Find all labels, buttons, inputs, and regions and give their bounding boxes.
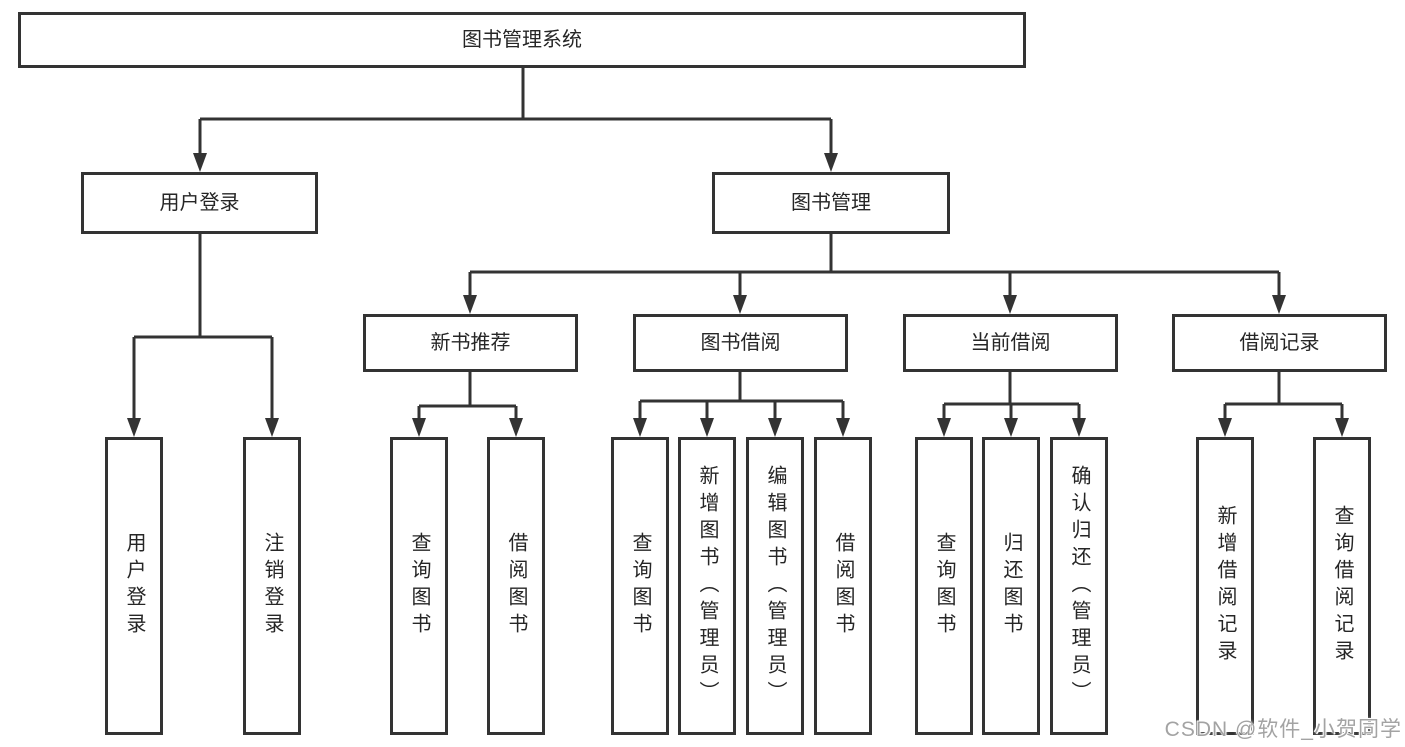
arrow-down [412,418,426,437]
connector-line [468,234,1281,298]
arrow-down [509,418,523,437]
leaf-query-borrow-records: 查询借阅记录 [1313,437,1371,735]
arrow-down [1218,418,1232,437]
connector-management-to-level3 [463,234,1286,314]
leaf-label: 新增借阅记录 [1214,505,1236,667]
leaf-label: 查询图书 [629,532,651,640]
leaf-add-borrow-record: 新增借阅记录 [1196,437,1254,735]
connector-records-to-leaves [1218,372,1349,437]
leaf-user-login: 用户登录 [105,437,163,735]
node-book-borrowing: 图书借阅 [633,314,848,372]
arrow-down [1004,418,1018,437]
connector-login-to-leaves [127,234,279,437]
arrow-down [463,295,477,314]
leaf-query-books: 查询图书 [915,437,973,735]
leaf-confirm-return-admin: 确认归还（管理员） [1050,437,1108,735]
connector-line [942,372,1081,421]
connector-line [132,234,274,421]
connector-current-to-leaves [937,372,1086,437]
arrow-down [700,418,714,437]
node-user-login: 用户登录 [81,172,318,234]
leaf-label: 确认归还（管理员） [1068,464,1090,708]
leaf-label: 新增图书（管理员） [696,464,718,708]
arrow-down [1335,418,1349,437]
csdn-watermark: CSDN @软件_小贺同学 [1164,718,1402,741]
connector-line [638,372,845,421]
leaf-label: 借阅图书 [505,532,527,640]
leaf-label: 查询借阅记录 [1331,505,1353,667]
node-book-management: 图书管理 [712,172,950,234]
leaf-borrow-books: 借阅图书 [487,437,545,735]
node-new-book-recommend: 新书推荐 [363,314,578,372]
arrow-down [193,153,207,172]
leaf-return-books: 归还图书 [982,437,1040,735]
leaf-label: 查询图书 [933,532,955,640]
arrow-down [768,418,782,437]
node-root: 图书管理系统 [18,12,1026,68]
arrow-down [633,418,647,437]
leaf-query-books: 查询图书 [611,437,669,735]
connector-root-to-level2 [193,68,838,172]
arrow-down [1272,295,1286,314]
connector-recommend-to-leaves [412,372,523,437]
node-current-borrowing: 当前借阅 [903,314,1118,372]
arrow-down [265,418,279,437]
leaf-label: 用户登录 [123,532,145,640]
arrow-down [836,418,850,437]
arrow-down [824,153,838,172]
leaf-label: 查询图书 [408,532,430,640]
connector-line [1223,372,1344,421]
arrow-down [1003,295,1017,314]
leaf-label: 注销登录 [261,532,283,640]
connector-line [417,372,518,421]
connector-borrowing-to-leaves [633,372,850,437]
arrow-down [1072,418,1086,437]
connector-line [198,68,833,156]
leaf-borrow-books: 借阅图书 [814,437,872,735]
leaf-label: 借阅图书 [832,532,854,640]
leaf-query-books: 查询图书 [390,437,448,735]
leaf-add-books-admin: 新增图书（管理员） [678,437,736,735]
arrow-down [937,418,951,437]
leaf-label: 归还图书 [1000,532,1022,640]
leaf-logout: 注销登录 [243,437,301,735]
leaf-edit-books-admin: 编辑图书（管理员） [746,437,804,735]
arrow-down [127,418,141,437]
arrow-down [733,295,747,314]
node-borrowing-records: 借阅记录 [1172,314,1387,372]
leaf-label: 编辑图书（管理员） [764,464,786,708]
